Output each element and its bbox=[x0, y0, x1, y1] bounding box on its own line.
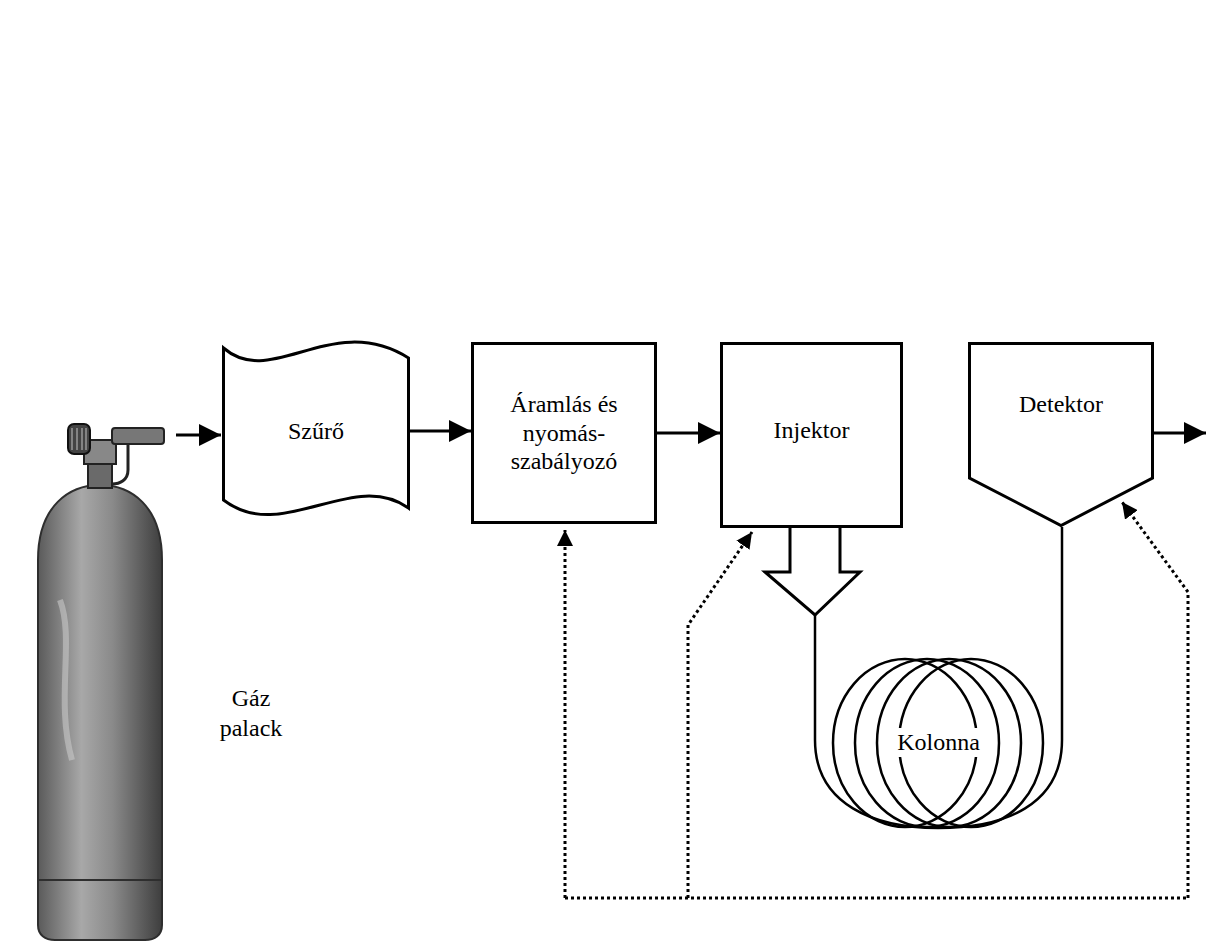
flow-connector bbox=[410, 430, 471, 433]
node-label: Áramlás és nyomás- szabályozó bbox=[494, 390, 634, 476]
node-label: Injektor bbox=[774, 416, 850, 445]
control-lines bbox=[565, 502, 1188, 898]
part-label: Gáz palack bbox=[205, 683, 297, 743]
outline-path bbox=[224, 342, 409, 515]
detector-box-outline bbox=[968, 342, 1154, 527]
gas-feed-arrow bbox=[176, 434, 221, 437]
coil-windings bbox=[815, 655, 1062, 828]
node-label: Kolonna bbox=[894, 728, 983, 757]
injector-funnel bbox=[765, 528, 860, 615]
filter-box: Szűrő bbox=[222, 340, 410, 522]
detector-box: Detektor bbox=[968, 342, 1154, 527]
node-label: Szűrő bbox=[288, 417, 344, 446]
flow-connector bbox=[1061, 527, 1064, 655]
node-label: Detektor bbox=[1019, 390, 1103, 419]
flow-connector bbox=[657, 432, 720, 435]
outlet-arrow bbox=[1154, 432, 1206, 435]
outline-path bbox=[473, 344, 656, 523]
coil-loop bbox=[877, 659, 1021, 827]
regulator-box: Áramlás és nyomás- szabályozó bbox=[471, 342, 657, 524]
column-coil: Kolonna bbox=[815, 655, 1062, 830]
outline-path bbox=[722, 344, 902, 527]
gas-cylinder bbox=[38, 424, 164, 940]
outline-path bbox=[970, 344, 1153, 526]
injector-box: Injektor bbox=[720, 342, 903, 528]
coil-leads bbox=[815, 655, 1062, 828]
